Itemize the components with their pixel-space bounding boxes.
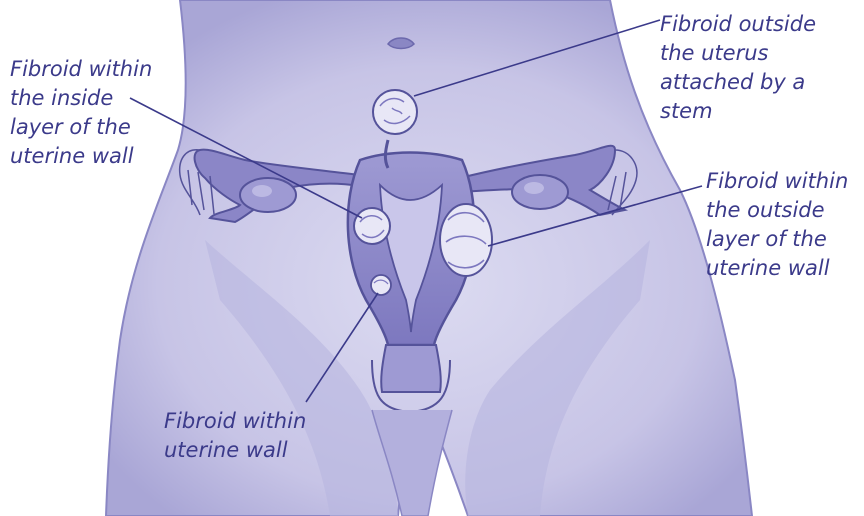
label-line: layer of the [706,225,848,254]
fibroid-outside-layer [440,204,492,276]
label-line: Fibroid within [706,167,848,196]
label-line: attached by a [660,68,816,97]
label-line: Fibroid outside [660,10,816,39]
label-line: uterine wall [706,254,848,283]
navel [388,38,414,49]
left-ovary-highlight [252,185,272,197]
label-line: the uterus [660,39,816,68]
fibroid-inside-layer [354,208,390,244]
right-ovary-highlight [524,182,544,194]
label-line: uterine wall [164,436,306,465]
label-fibroid-outside-layer: Fibroid within the outside layer of the … [706,167,848,283]
label-line: the inside [10,84,152,113]
label-line: uterine wall [10,142,152,171]
label-fibroid-inside-layer: Fibroid within the inside layer of the u… [10,55,152,171]
label-line: Fibroid within [10,55,152,84]
label-line: the outside [706,196,848,225]
fibroid-outside-stem [373,90,417,134]
cervix [381,345,441,392]
label-line: stem [660,97,816,126]
label-fibroid-within-wall: Fibroid within uterine wall [164,407,306,465]
fibroid-within-wall [371,275,391,295]
label-line: layer of the [10,113,152,142]
label-line: Fibroid within [164,407,306,436]
label-fibroid-outside-stem: Fibroid outside the uterus attached by a… [660,10,816,126]
